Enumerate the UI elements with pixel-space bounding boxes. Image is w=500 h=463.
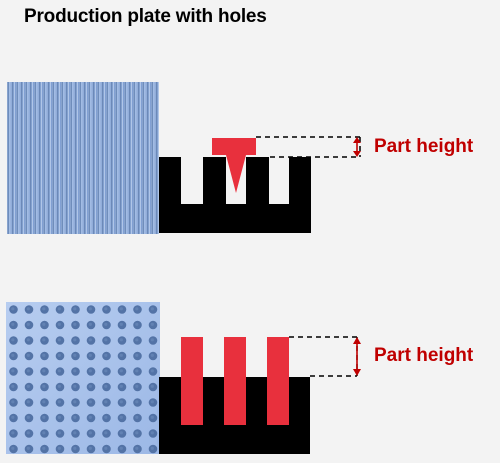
part-height-label-top: Part height <box>374 136 474 157</box>
part-height-label-bottom: Part height <box>374 345 474 366</box>
top-production-plate <box>159 157 311 233</box>
bottom-part-1 <box>181 337 203 425</box>
diagram-title: Production plate with holes <box>24 6 267 27</box>
dot-texture-panel <box>6 302 160 454</box>
vertical-stripe-texture <box>7 82 159 234</box>
stripe-texture-panel <box>7 82 159 234</box>
double-arrow-icon <box>353 337 361 376</box>
bottom-part-3 <box>267 337 289 425</box>
bottom-production-plate <box>159 377 310 454</box>
double-arrow-icon <box>353 137 361 157</box>
top-tapered-part <box>212 138 256 193</box>
bottom-height-guides <box>289 336 358 377</box>
top-height-guides <box>256 136 361 158</box>
bottom-part-2 <box>224 337 246 425</box>
dot-grid-texture <box>6 302 160 454</box>
bottom-section <box>6 302 361 454</box>
top-section <box>7 82 361 234</box>
